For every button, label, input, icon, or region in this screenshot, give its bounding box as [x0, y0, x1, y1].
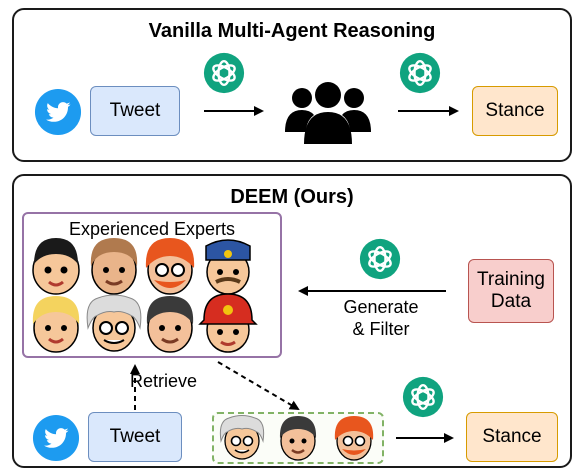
tweet-box: Tweet: [90, 86, 180, 136]
top-panel-title: Vanilla Multi-Agent Reasoning: [148, 20, 436, 42]
stance-box: Stance: [466, 412, 558, 462]
training-data-box: Training Data: [468, 259, 554, 323]
selected-expert-avatars: [219, 415, 374, 461]
expert-avatar-icon: [205, 239, 251, 295]
expert-avatar-icon: [279, 416, 317, 461]
experts-title: Experienced Experts: [68, 219, 236, 239]
expert-avatar-icon: [32, 238, 80, 295]
stance-box: Stance: [472, 86, 558, 136]
expert-avatar-icon: [32, 296, 80, 353]
expert-avatar-icon: [198, 293, 258, 353]
expert-avatar-icon: [334, 416, 374, 461]
top-panel: Vanilla Multi-Agent Reasoning: [12, 8, 572, 162]
group-of-people-icon: [285, 82, 371, 144]
retrieve-label: Retrieve: [130, 371, 198, 391]
expert-avatar-icon: [86, 294, 142, 352]
expert-avatar-icon: [219, 415, 265, 460]
expert-avatar-icon: [146, 296, 194, 353]
expert-avatars: [32, 238, 258, 353]
arrow-experts-to-selected: [217, 361, 300, 411]
tweet-box: Tweet: [88, 412, 182, 462]
expert-avatar-icon: [145, 238, 195, 295]
experienced-experts-box: Experienced Experts: [22, 212, 282, 358]
bottom-panel-title: DEEM (Ours): [230, 186, 354, 208]
generate-filter-label: Generate & Filter: [343, 297, 419, 339]
expert-avatar-icon: [90, 238, 138, 295]
